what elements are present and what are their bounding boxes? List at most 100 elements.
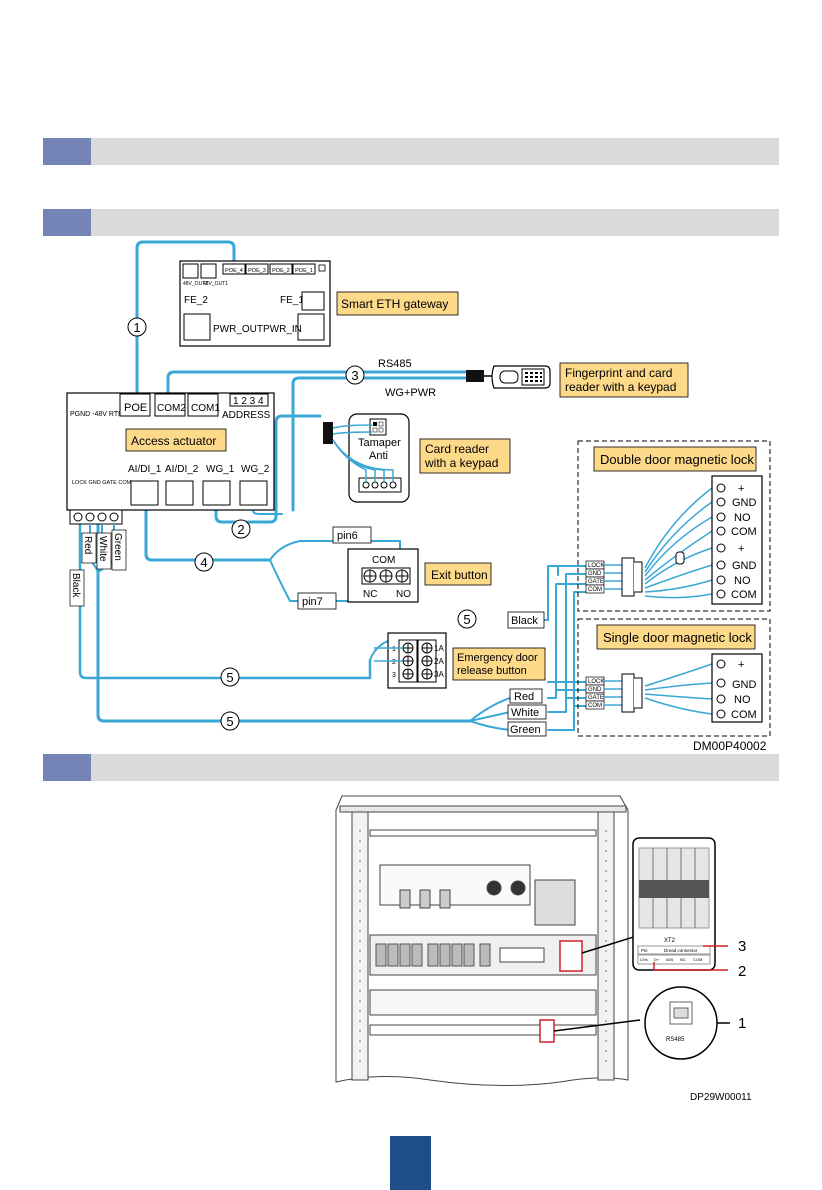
dc-out2-label: 48V_OUT2 — [183, 281, 208, 287]
pwr-out-label: PWR_OUT — [213, 324, 263, 335]
wiring-figure-code: DM00P40002 — [693, 739, 767, 753]
dl-term-6: GND — [732, 560, 757, 572]
cable-1 — [135, 240, 236, 395]
xt2-dread-header: Dread connector — [664, 948, 698, 953]
xt2-cell-5: COM — [693, 957, 702, 962]
dl-term-4: COM — [731, 526, 757, 538]
callout-4: 4 — [200, 555, 207, 570]
lock-io-lock: LOCK — [588, 563, 604, 569]
cable-3-rs485 — [166, 370, 467, 395]
xt2-label: XT2 — [664, 938, 676, 944]
emergency-label-line1: Emergency door — [457, 652, 538, 664]
fingerprint-label-line1: Fingerprint and card — [565, 366, 672, 380]
page-number-badge — [390, 1136, 431, 1190]
xt2-cell-3: A05 — [666, 957, 674, 962]
lock-io-gnd-2: GND — [588, 687, 602, 693]
pwr-in-label: PWR_IN — [263, 324, 302, 335]
aidi2-label: AI/DI_2 — [165, 464, 199, 475]
emergency-pin-1: 1 — [392, 646, 396, 653]
terminal-block — [69, 509, 123, 525]
card-reader-keypad: Tamaper Anti — [348, 413, 410, 503]
cabinet-callout-2: 2 — [738, 963, 746, 980]
fingerprint-reader — [491, 365, 551, 389]
cable-callouts: 1 3 2 4 5 5 5 — [127, 317, 477, 731]
cables — [78, 240, 587, 731]
dl-term-5: + — [738, 543, 744, 555]
section-marker — [43, 138, 91, 165]
dip-switch-label: 1 2 3 4 — [233, 396, 264, 407]
dl-term-2: GND — [732, 497, 757, 509]
xt2-pin-header: Pin — [641, 948, 648, 953]
access-actuator-label: Access actuator — [131, 434, 216, 448]
rs485-label: RS485 — [378, 358, 412, 370]
dl-term-3: NO — [734, 512, 751, 524]
lock-io-double: LOCK GND GATE COM — [585, 557, 643, 597]
section-bar-3 — [43, 754, 779, 781]
tamper-label: Tamaper — [358, 437, 401, 449]
wg1-label: WG_1 — [206, 464, 235, 475]
emergency-pin-2a: 2A — [434, 657, 444, 666]
green-wire-label: Green — [112, 533, 123, 561]
lock-io-com: COM — [588, 587, 602, 593]
pin6-label: pin6 — [337, 530, 358, 542]
cable-3-wg — [291, 376, 467, 512]
emergency-door-release: 1 2 3 1A 2A 3A — [387, 632, 447, 689]
black-wire-label: Black — [70, 573, 81, 598]
anti-label: Anti — [369, 450, 388, 462]
section-bar-2 — [43, 209, 779, 236]
actuator-power-label: PGND -48V RTN — [70, 411, 123, 418]
rs485-zoom: RS485 — [644, 986, 730, 1060]
pin7-label: pin7 — [302, 596, 323, 608]
dl-term-7: NO — [734, 575, 751, 587]
emergency-pin-3a: 3A — [434, 670, 444, 679]
xt2-cell-2: D+ — [654, 957, 660, 962]
access-actuator: PGND -48V RTN POE COM2 COM1 1 2 3 4 ADDR… — [66, 392, 275, 511]
dc-out1-label: 48V_OUT1 — [203, 281, 228, 287]
aidi1-label: AI/DI_1 — [128, 464, 162, 475]
com1-port-label: COM1 — [191, 403, 220, 414]
white-label-bottom: White — [511, 707, 539, 719]
green-label-bottom: Green — [510, 724, 541, 736]
address-label: ADDRESS — [222, 410, 271, 421]
xt2-cell-1: CHx — [640, 957, 648, 962]
smart-eth-gateway: POE_4 POE_3 POE_2 POE_1 48V_OUT2 48V_OUT… — [179, 260, 331, 347]
section-marker — [43, 754, 91, 781]
cabinet-callout-1: 1 — [738, 1015, 746, 1032]
red-wire-label: Red — [82, 536, 93, 554]
xt2-zoom: XT2 Pin Dread connector CHx D+ A05 NC CO… — [632, 837, 728, 971]
emergency-pin-3: 3 — [392, 672, 396, 679]
emergency-label-line2: release button — [457, 665, 527, 677]
cabinet-illustration — [335, 795, 641, 1087]
emergency-pin-1a: 1A — [434, 644, 444, 653]
card-reader-label-line2: with a keypad — [424, 456, 498, 470]
exit-button: COM NC NO — [347, 548, 419, 603]
terminal-labels: LOCK GND GATE COM — [72, 480, 132, 486]
cable-4 — [144, 488, 272, 562]
callout-5b: 5 — [226, 670, 233, 685]
single-door-lock: Single door magnetic lock + GND NO COM — [577, 618, 771, 737]
dl-term-1: + — [738, 483, 744, 495]
lock-io-gate: GATE — [588, 579, 604, 585]
double-door-lock: Double door magnetic lock + GND NO COM +… — [577, 440, 771, 612]
smart-eth-gateway-label: Smart ETH gateway — [341, 297, 448, 311]
lock-io-gnd: GND — [588, 571, 602, 577]
callout-1: 1 — [133, 320, 140, 335]
poe1-label: POE_1 — [295, 268, 313, 274]
lock-io-single: LOCK GND GATE COM — [585, 673, 643, 713]
poe-port-label: POE — [124, 402, 147, 414]
exit-no-label: NO — [396, 589, 411, 600]
sl-term-4: COM — [731, 709, 757, 721]
sl-term-1: + — [738, 659, 744, 671]
callout-2: 2 — [237, 522, 244, 537]
callout-3: 3 — [351, 368, 358, 383]
callout-5a: 5 — [463, 612, 470, 627]
com2-port-label: COM2 — [157, 403, 186, 414]
red-label-bottom: Red — [514, 691, 534, 703]
callout-5c: 5 — [226, 714, 233, 729]
poe4-label: POE_4 — [225, 268, 243, 274]
double-lock-title: Double door magnetic lock — [600, 452, 754, 467]
exit-com-label: COM — [372, 555, 395, 566]
lock-io-gate-2: GATE — [588, 695, 604, 701]
exit-nc-label: NC — [363, 589, 377, 600]
